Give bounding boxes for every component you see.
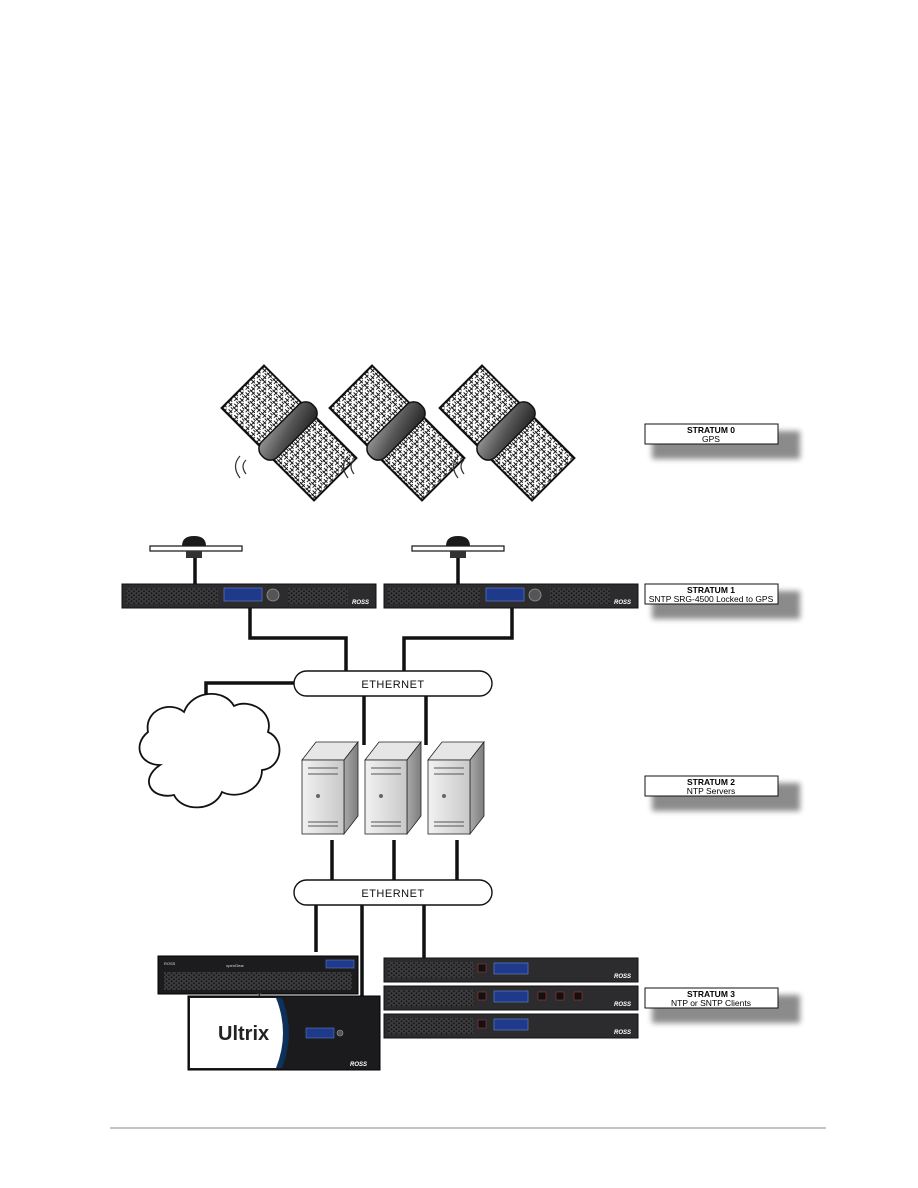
svg-text:STRATUM 0: STRATUM 0 [687, 425, 735, 435]
ntp-server-tower-icon [364, 740, 422, 836]
client-rack-unit: ROSS [383, 985, 639, 1011]
svg-text:NTP Servers: NTP Servers [687, 786, 736, 796]
satellite-icon [220, 364, 358, 502]
gps-antenna [411, 536, 505, 558]
satellite-icon [328, 364, 466, 502]
ntp-server-tower-icon [427, 740, 485, 836]
svg-text:STRATUM 3: STRATUM 3 [687, 989, 735, 999]
opengear-logo: openGear [226, 963, 244, 968]
ross-logo: ROSS [614, 974, 631, 980]
ethernet-network-1: ETHERNET [293, 670, 493, 697]
svg-text:STRATUM 2: STRATUM 2 [687, 777, 735, 787]
svg-text:NTP or SNTP Clients: NTP or SNTP Clients [671, 998, 751, 1008]
svg-text:GPS: GPS [702, 434, 720, 444]
client-rack-unit: ROSS [383, 1013, 639, 1039]
ross-logo: ROSS [614, 1030, 631, 1036]
gps-satellites [220, 364, 576, 502]
ross-logo: ROSS [614, 600, 631, 606]
stratum-3-label: STRATUM 3 NTP or SNTP Clients [644, 987, 800, 1023]
svg-text:STRATUM 1: STRATUM 1 [687, 585, 735, 595]
ethernet-network-2: ETHERNET [293, 879, 493, 906]
connection-lines [193, 558, 514, 1002]
internet-cloud-icon [138, 692, 281, 809]
ultrix-logo: Ultrix [218, 1023, 269, 1045]
svg-text:SNTP SRG-4500 Locked to GPS: SNTP SRG-4500 Locked to GPS [649, 594, 774, 604]
ross-logo: ROSS [614, 1002, 631, 1008]
ultrix-router: Ultrix ROSS [187, 995, 381, 1071]
stratum-2-label: STRATUM 2 NTP Servers [644, 775, 800, 811]
srg-4500-unit: ROSS [121, 583, 377, 609]
satellite-icon [438, 364, 576, 502]
ethernet-label: ETHERNET [361, 888, 424, 900]
stratum-0-label: STRATUM 0 GPS [644, 423, 800, 459]
ntp-server-tower-icon [301, 740, 359, 836]
stratum-1-label: STRATUM 1 SNTP SRG-4500 Locked to GPS [644, 583, 800, 619]
ross-logo: ROSS [350, 1062, 367, 1068]
ethernet-label: ETHERNET [361, 679, 424, 691]
gps-antenna [149, 536, 243, 558]
srg-4500-unit: ROSS [383, 583, 639, 609]
svg-text:ROSS: ROSS [164, 961, 176, 966]
opengear-frame: ROSS openGear ✕ [157, 955, 359, 1000]
client-rack-unit: ROSS [383, 957, 639, 983]
ross-logo: ROSS [352, 600, 369, 606]
